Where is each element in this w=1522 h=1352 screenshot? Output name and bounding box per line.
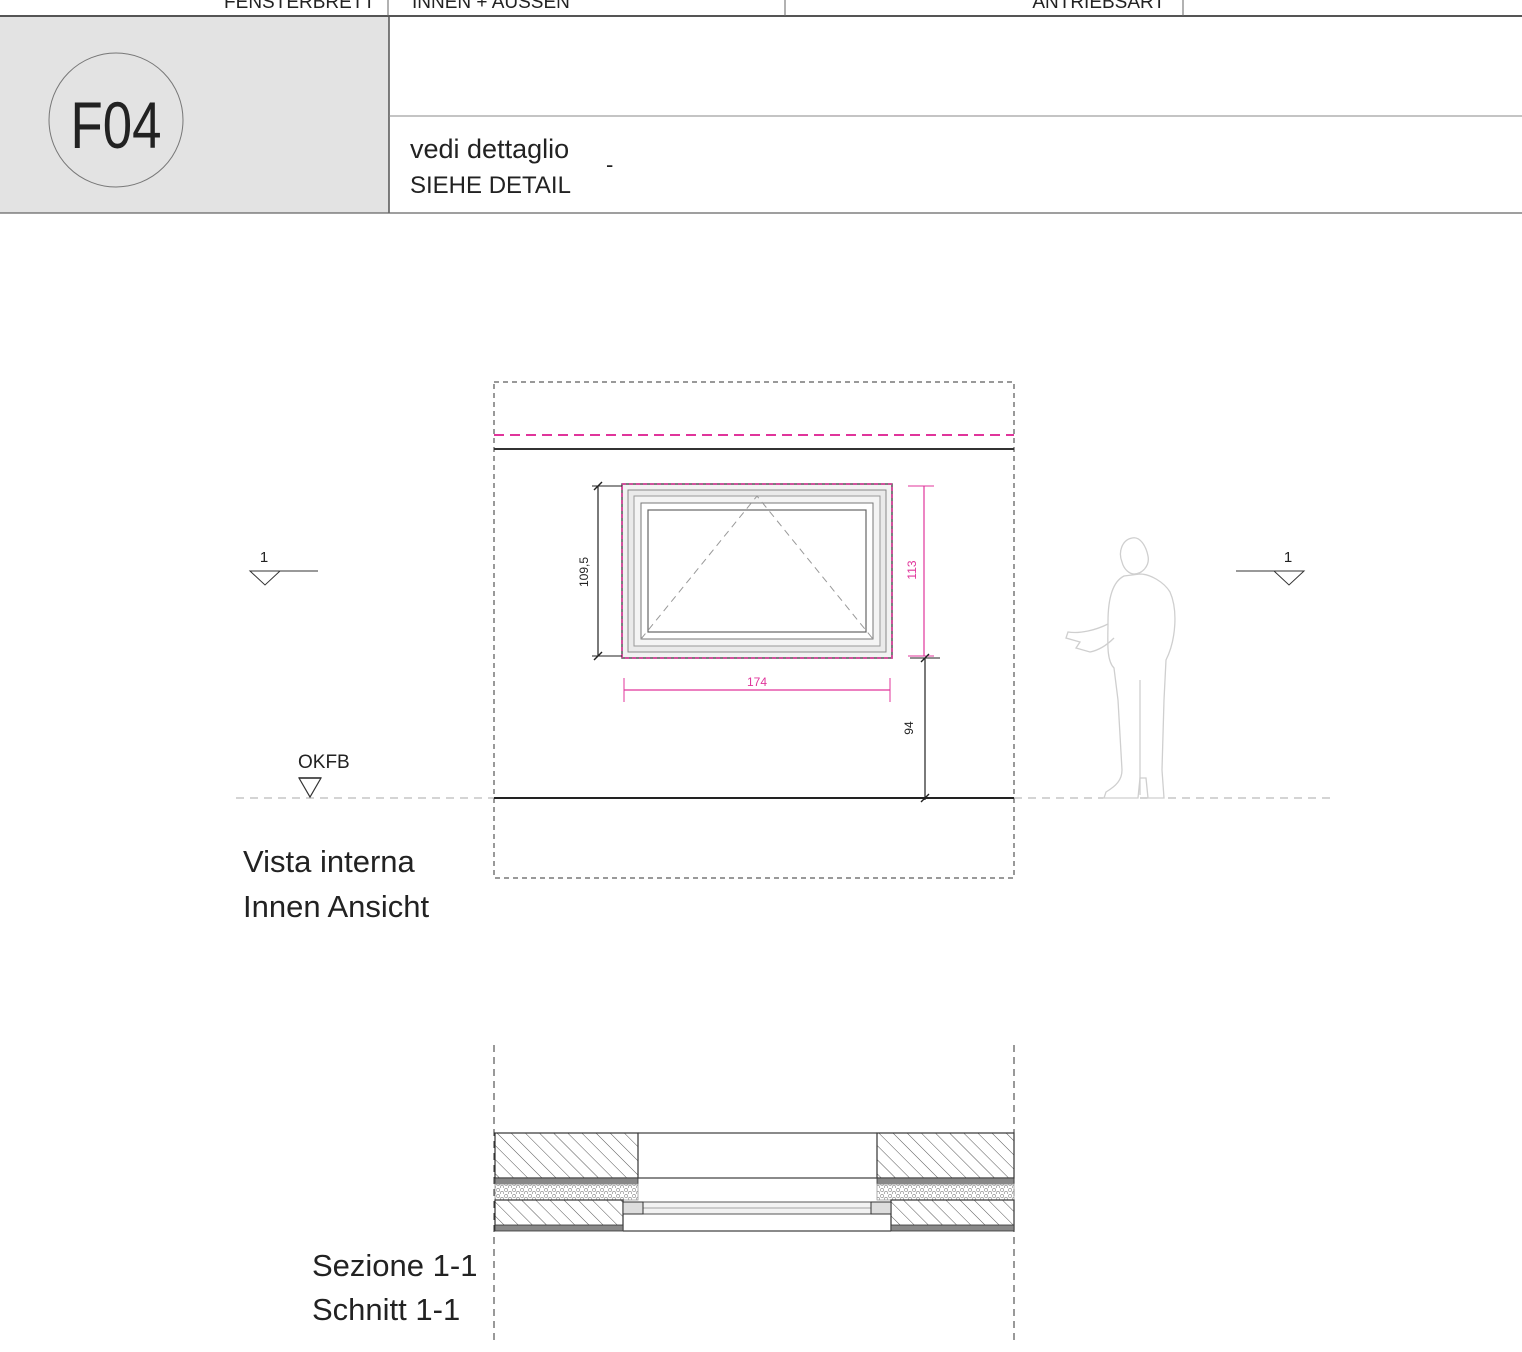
detail-label-it: vedi dettaglio [410, 134, 569, 164]
section-title-it: Sezione 1-1 [312, 1248, 477, 1283]
window-elevation [621, 483, 893, 659]
dim-height-outer-label: 109,5 [577, 557, 591, 587]
window-section [622, 1132, 892, 1232]
detail-label-de: SIEHE DETAIL [410, 172, 571, 199]
header-table: FENSTERBRETT INNEN + AUSSEN ANTRIEBSART … [0, 0, 1522, 214]
section-title-de: Schnitt 1-1 [312, 1292, 460, 1327]
section-view: Sezione 1-1 Schnitt 1-1 [312, 1045, 1015, 1345]
window-code: F04 [71, 88, 162, 162]
level-marker-okfb: OKFB [297, 752, 350, 799]
window-code-cell [0, 17, 389, 213]
dimension-sill: 94 [902, 653, 940, 803]
section-marker-right: 1 [1236, 549, 1306, 586]
wall-section-right [876, 1132, 1015, 1232]
dimension-width: 174 [623, 675, 891, 702]
dim-height-inner-label: 113 [905, 560, 919, 579]
section-marker-left: 1 [248, 549, 318, 586]
window-code-circle [48, 52, 184, 188]
header-label-fensterbrett: FENSTERBRETT [224, 0, 375, 13]
header-label-innen-aussen: INNEN + AUSSEN [412, 0, 570, 13]
human-figure [1065, 537, 1176, 799]
detail-value: - [606, 152, 613, 177]
dimension-height-outer: 109,5 [577, 481, 622, 661]
section-marker-right-label: 1 [1284, 549, 1292, 566]
dimension-height-inner: 113 [905, 485, 934, 657]
wall-outline [493, 381, 1015, 879]
section-marker-left-label: 1 [260, 549, 268, 566]
elevation-title-it: Vista interna [243, 844, 416, 879]
wall-section-left [494, 1132, 639, 1232]
header-label-antriebsart: ANTRIEBSART [1032, 0, 1165, 13]
dim-width-label: 174 [747, 675, 767, 689]
elevation-view: 109,5 113 174 94 1 [236, 381, 1330, 924]
dim-sill-label: 94 [902, 721, 916, 735]
elevation-title-de: Innen Ansicht [243, 889, 430, 924]
level-label: OKFB [298, 752, 350, 773]
